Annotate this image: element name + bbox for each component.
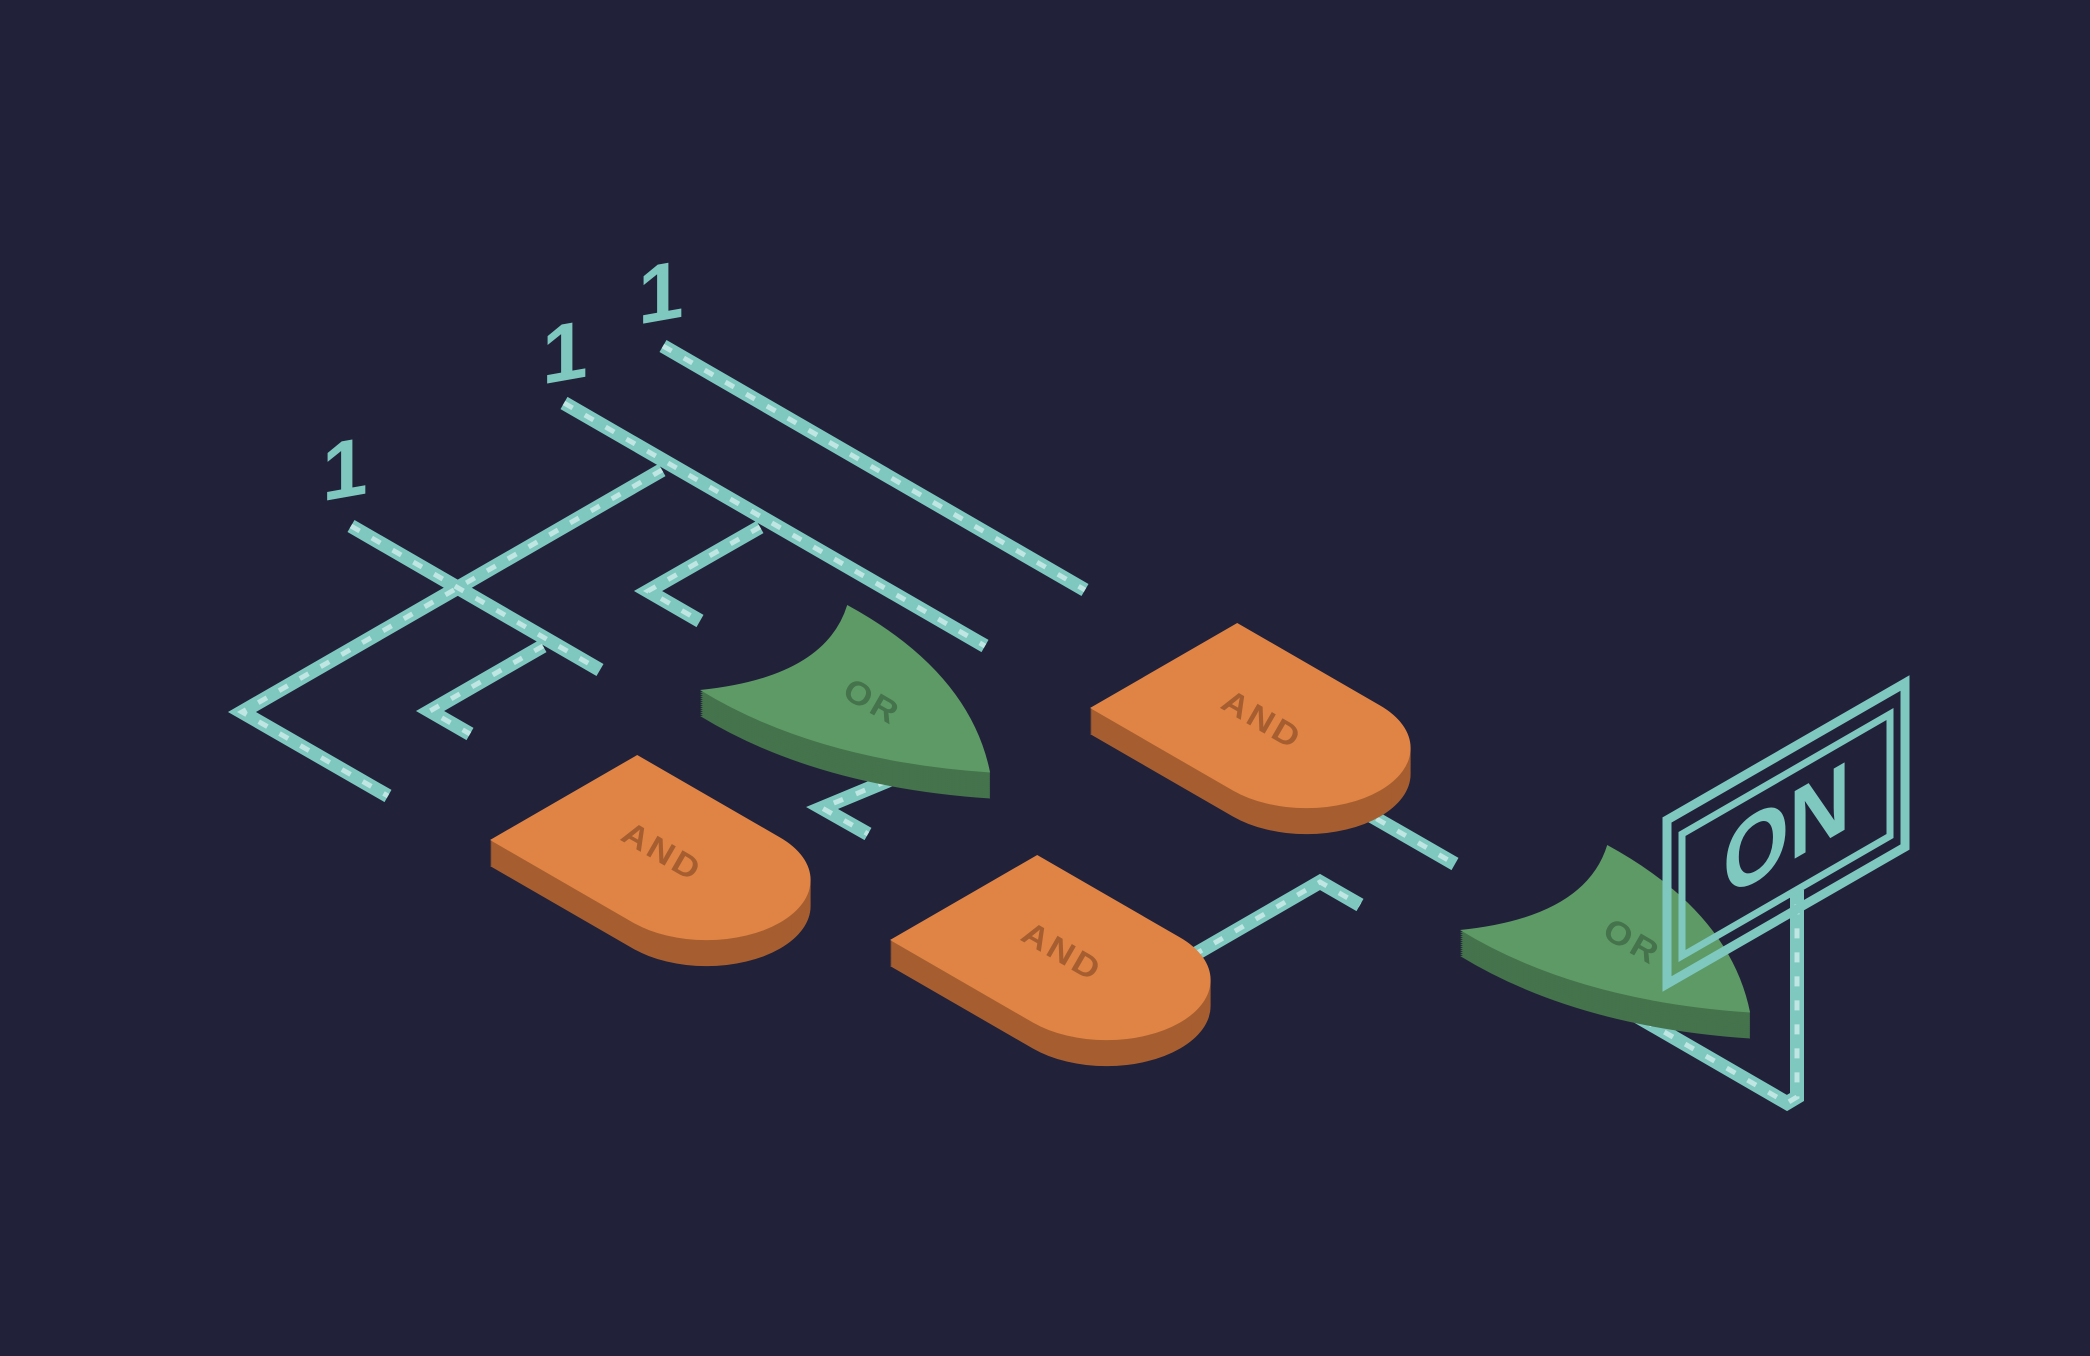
inputs: 1 1 1 — [322, 242, 684, 519]
and-gate-3: AND — [1090, 623, 1411, 835]
wire-input1-to-or1 — [347, 519, 604, 677]
wire-input2-branch-and1-pattern — [236, 467, 664, 799]
input-label-2: 1 — [542, 302, 588, 402]
wire-input3-to-and-top-pattern — [661, 343, 1087, 593]
output-sign-inner — [1678, 707, 1894, 963]
input-label-1: 1 — [322, 419, 368, 519]
wire-input2-branch-and1 — [227, 463, 666, 803]
output-sign-frame — [1662, 675, 1910, 992]
wire-input2-branch-or1 — [633, 520, 764, 628]
wire-input1-branch-and1 — [415, 639, 547, 741]
wire-input2-to-and-top-pattern — [562, 400, 987, 649]
input-label-3: 1 — [638, 242, 684, 342]
gate-top — [1460, 845, 1751, 1013]
gate-top — [890, 855, 1211, 1041]
wire-and2-to-or2-pattern — [1025, 879, 1362, 1015]
gate-top — [490, 755, 811, 941]
and-gate-4: AND — [890, 855, 1211, 1067]
or-gate-1: OR — [700, 605, 991, 799]
and-gate-2: AND — [490, 755, 811, 967]
gate-top — [1090, 623, 1411, 809]
wire-or2-to-output-pattern — [1600, 890, 1800, 1106]
wire-input2-branch-or1-pattern — [642, 524, 762, 624]
